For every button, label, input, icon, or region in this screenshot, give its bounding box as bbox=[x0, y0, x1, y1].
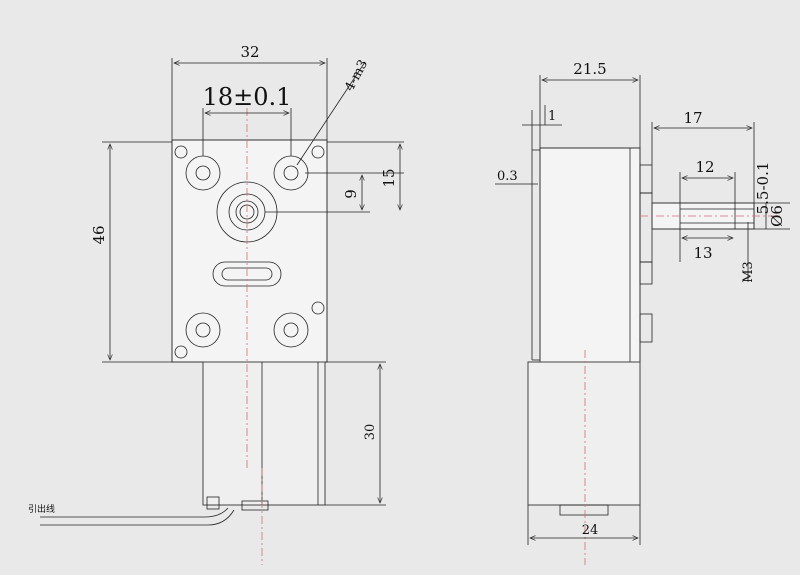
lead-wire bbox=[40, 507, 229, 518]
motor-side bbox=[527, 361, 641, 506]
dim-height: 46 bbox=[90, 225, 108, 244]
dim-motor-length: 30 bbox=[363, 424, 378, 441]
lead-wire-label: 引出线 bbox=[28, 503, 55, 515]
dim-offset-9: 9 bbox=[342, 189, 360, 199]
dim-shaft-diameter: Ø6 bbox=[768, 205, 786, 227]
screw-icon bbox=[174, 345, 188, 359]
side-view: 21.5 1 0.3 17 12 13 5.5-0.1 Ø6 M3 bbox=[495, 60, 790, 565]
dim-shaft-length: 17 bbox=[683, 109, 702, 127]
gearbox-side bbox=[539, 147, 641, 363]
dim-thread: M3 bbox=[741, 261, 756, 283]
dim-flat-length: 12 bbox=[695, 158, 714, 176]
corner-screws bbox=[174, 145, 325, 359]
gearbox-plate bbox=[171, 139, 328, 363]
screw-icon bbox=[174, 145, 188, 159]
dim-flange: 1 bbox=[548, 109, 556, 124]
dim-thread-depth: 13 bbox=[693, 244, 712, 262]
dim-plate: 0.3 bbox=[497, 169, 518, 184]
dim-motor-width: 24 bbox=[582, 523, 599, 538]
dim-width: 32 bbox=[240, 43, 259, 61]
front-view: 32 18±0.1 4-m3 46 9 15 30 引出线 bbox=[28, 43, 404, 565]
motor-body bbox=[202, 361, 326, 506]
dim-depth: 21.5 bbox=[573, 60, 606, 78]
thread-note: 4-m3 bbox=[342, 57, 371, 93]
screw-icon bbox=[311, 301, 325, 315]
dim-hole-spacing: 18±0.1 bbox=[203, 83, 292, 111]
dim-offset-15: 15 bbox=[380, 168, 398, 187]
screw-icon bbox=[311, 145, 325, 159]
dim-flat: 5.5-0.1 bbox=[754, 162, 772, 215]
